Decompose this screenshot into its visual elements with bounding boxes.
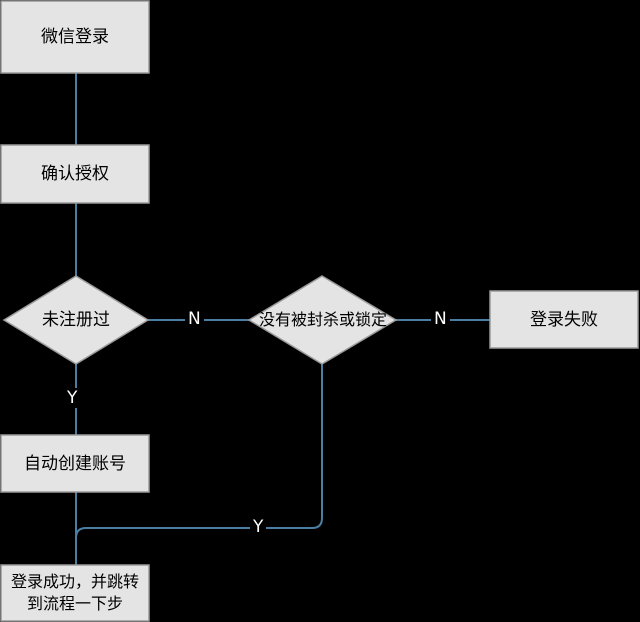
edge-label-no-2: N	[431, 309, 450, 329]
edge-label-no-1: N	[185, 309, 204, 329]
node-not-banned-shape	[247, 275, 398, 365]
node-wechat-login-shape	[0, 0, 150, 74]
node-not-registered: 未注册过	[42, 310, 110, 330]
node-not-registered-shape	[2, 275, 150, 365]
node-login-failed: 登录失败	[530, 309, 598, 330]
node-login-success: 登录成功，并跳转到流程一下步	[10, 572, 139, 613]
node-login-failed-shape	[489, 290, 639, 349]
node-not-banned-or-locked: 没有被封杀或锁定	[258, 310, 387, 329]
connector-unlocked-to-success	[75, 362, 323, 539]
node-wechat-login: 微信登录	[41, 27, 109, 47]
node-auto-create-account: 自动创建账号	[24, 453, 126, 474]
node-confirm-auth-shape	[0, 144, 150, 204]
node-confirm-auth: 确认授权	[41, 164, 109, 184]
edge-label-yes-2: Y	[250, 517, 267, 537]
edge-label-yes-1: Y	[64, 388, 81, 408]
node-login-success-shape	[0, 564, 150, 622]
node-auto-create-shape	[0, 434, 150, 493]
